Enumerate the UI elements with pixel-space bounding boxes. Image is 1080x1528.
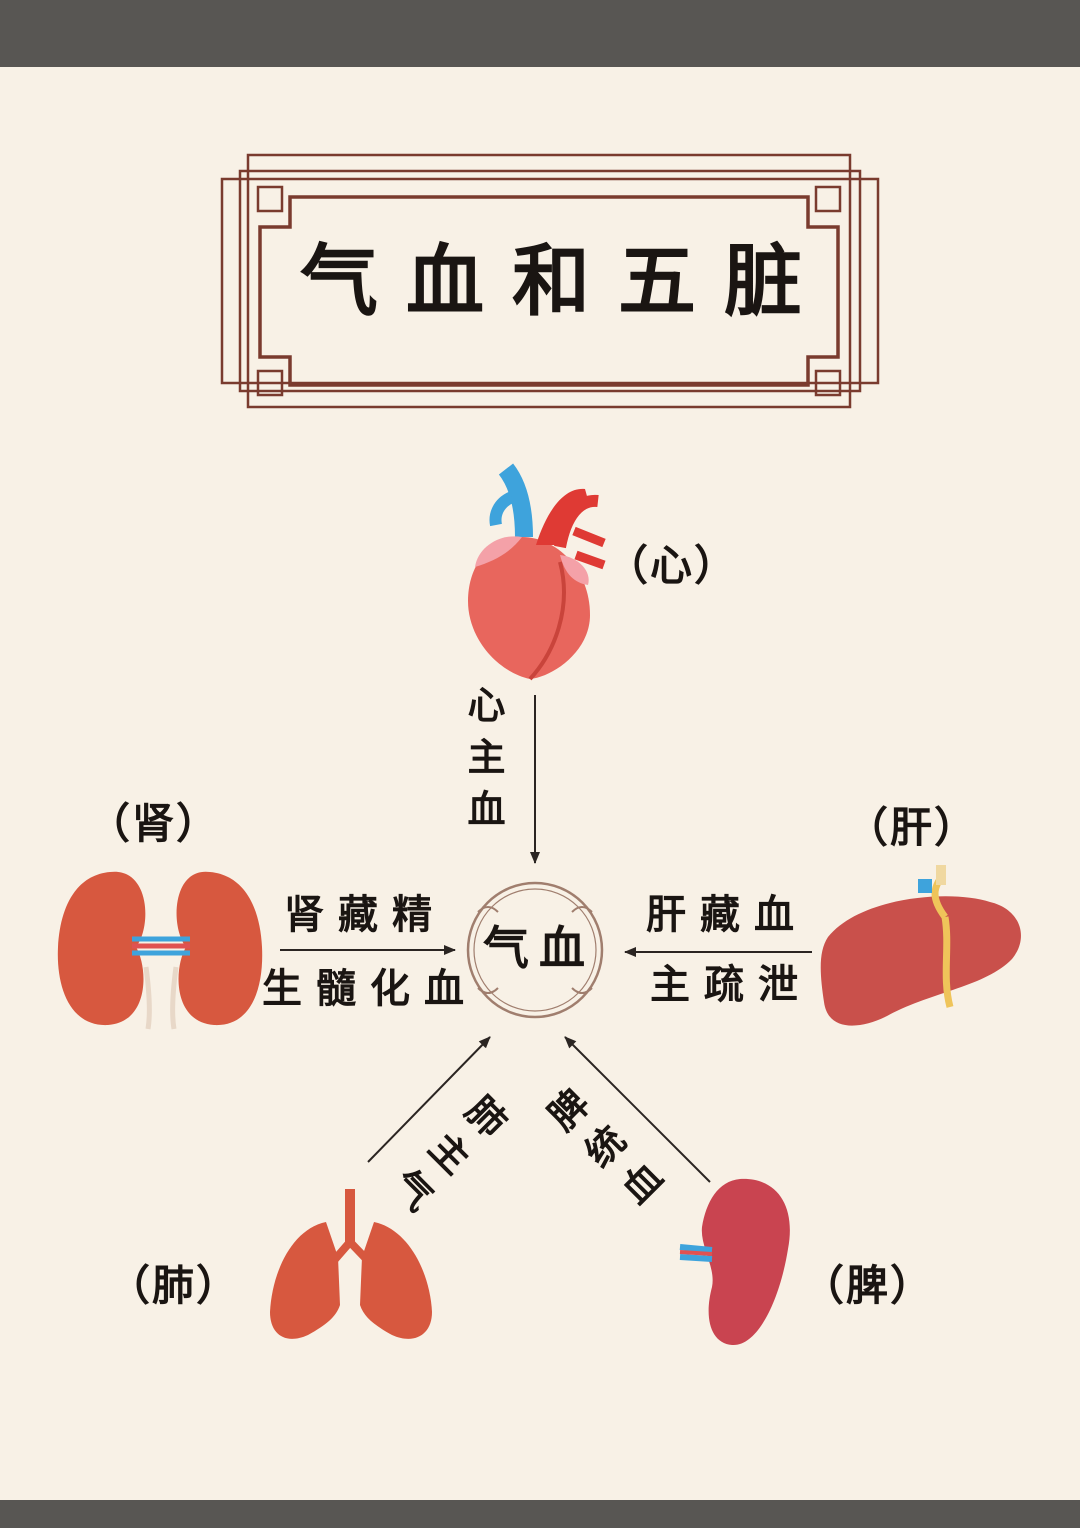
diagram-artwork [57,153,1021,1346]
center-label: 气血 [483,921,595,975]
arrow-spleen [564,1036,711,1183]
arrow-lung [367,1036,491,1163]
heart-label: （心） [606,541,739,590]
top-status-bar [0,0,1080,67]
liver-label: （肝） [846,803,979,852]
spleen-label: （脾） [802,1261,935,1310]
kidney-relation-line2: 生髓化血 [262,965,478,1012]
liver-icon [820,865,1021,1026]
kidney-icon [57,871,263,1030]
diagram-canvas: 气血和五脏 气血 （心） （肾） （肝） （肺） （脾） 心主血 肾藏精 生髓化… [0,67,1080,1500]
relation-arrows [280,695,812,1183]
heart-icon [468,463,606,681]
kidney-label: （肾） [88,799,221,848]
liver-relation-line2: 主疏泄 [650,961,812,1008]
lung-icon [270,1189,432,1339]
lung-label: （肺） [108,1261,241,1310]
center-ring [466,881,604,1019]
spleen-icon [679,1178,790,1346]
kidney-relation-line1: 肾藏精 [284,891,446,938]
bottom-nav-bar [0,1500,1080,1528]
heart-relation: 心主血 [461,685,506,841]
liver-relation-line1: 肝藏血 [646,891,808,938]
title-frame [220,153,880,409]
page-title: 气血和五脏 [300,236,831,327]
